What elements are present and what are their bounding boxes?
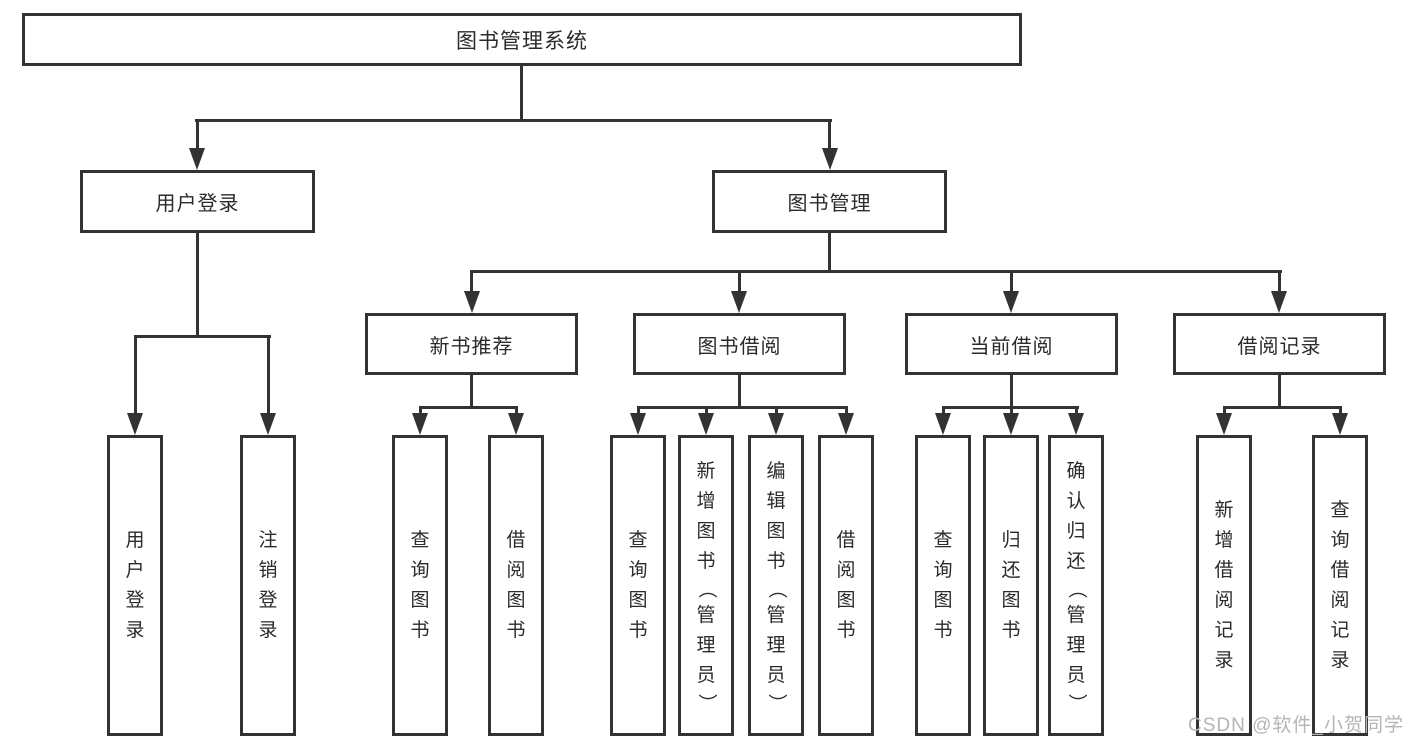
leaf-br-query-borrow-record: 查询借阅记录	[1312, 435, 1368, 736]
connector-line	[134, 335, 137, 415]
connector-arrow-down-icon	[1216, 413, 1232, 435]
leaf-user-login: 用户登录	[107, 435, 163, 736]
node-book-borrowing: 图书借阅	[633, 313, 846, 375]
leaf-bb-query-books: 查询图书	[610, 435, 666, 736]
connector-line	[419, 406, 518, 409]
connector-line	[1010, 270, 1013, 293]
leaf-bb-edit-books-admin: 编辑图书（管理员）	[748, 435, 804, 736]
connector-line	[1223, 406, 1226, 416]
connector-line	[1278, 270, 1281, 293]
connector-line	[134, 335, 271, 338]
node-borrowing-records: 借阅记录	[1173, 313, 1386, 375]
connector-line	[520, 66, 523, 120]
connector-line	[738, 270, 741, 293]
node-new-book-recommend: 新书推荐	[365, 313, 578, 375]
connector-arrow-down-icon	[412, 413, 428, 435]
connector-arrow-down-icon	[822, 148, 838, 170]
connector-line	[515, 406, 518, 416]
connector-arrow-down-icon	[1271, 291, 1287, 313]
connector-arrow-down-icon	[698, 413, 714, 435]
connector-arrow-down-icon	[731, 291, 747, 313]
connector-arrow-down-icon	[1068, 413, 1084, 435]
connector-arrow-down-icon	[189, 148, 205, 170]
leaf-nbr-borrow-books: 借阅图书	[488, 435, 544, 736]
node-user-login: 用户登录	[80, 170, 315, 233]
connector-line	[196, 119, 199, 150]
leaf-bb-borrow-books: 借阅图书	[818, 435, 874, 736]
connector-arrow-down-icon	[1003, 413, 1019, 435]
connector-arrow-down-icon	[464, 291, 480, 313]
connector-line	[1075, 406, 1078, 416]
connector-arrow-down-icon	[1332, 413, 1348, 435]
connector-line	[267, 335, 270, 415]
node-root: 图书管理系统	[22, 13, 1022, 66]
connector-line	[637, 406, 848, 409]
connector-line	[828, 119, 831, 150]
connector-line	[1223, 406, 1342, 409]
connector-line	[470, 270, 473, 293]
connector-line	[1278, 375, 1281, 408]
csdn-watermark: CSDN @软件_小贺同学	[1188, 715, 1404, 736]
connector-line	[637, 406, 640, 416]
leaf-logout-login: 注销登录	[240, 435, 296, 736]
connector-arrow-down-icon	[127, 413, 143, 435]
connector-line	[195, 119, 832, 122]
connector-arrow-down-icon	[935, 413, 951, 435]
node-book-management: 图书管理	[712, 170, 947, 233]
leaf-bb-add-books-admin: 新增图书（管理员）	[678, 435, 734, 736]
leaf-cb-query-books: 查询图书	[915, 435, 971, 736]
leaf-cb-confirm-return-admin: 确认归还（管理员）	[1048, 435, 1104, 736]
connector-arrow-down-icon	[838, 413, 854, 435]
connector-line	[845, 406, 848, 416]
node-current-borrowing: 当前借阅	[905, 313, 1118, 375]
connector-line	[738, 375, 741, 408]
connector-line	[470, 375, 473, 408]
connector-arrow-down-icon	[260, 413, 276, 435]
connector-line	[1339, 406, 1342, 416]
connector-arrow-down-icon	[630, 413, 646, 435]
connector-arrow-down-icon	[1003, 291, 1019, 313]
leaf-br-add-borrow-record: 新增借阅记录	[1196, 435, 1252, 736]
connector-line	[942, 406, 945, 416]
connector-line	[705, 406, 708, 416]
connector-line	[1010, 406, 1013, 416]
connector-line	[419, 406, 422, 416]
connector-line	[196, 233, 199, 336]
connector-line	[775, 406, 778, 416]
leaf-nbr-query-books: 查询图书	[392, 435, 448, 736]
connector-line	[470, 270, 1282, 273]
connector-line	[828, 233, 831, 271]
connector-arrow-down-icon	[768, 413, 784, 435]
leaf-cb-return-books: 归还图书	[983, 435, 1039, 736]
connector-line	[1010, 375, 1013, 408]
connector-arrow-down-icon	[508, 413, 524, 435]
